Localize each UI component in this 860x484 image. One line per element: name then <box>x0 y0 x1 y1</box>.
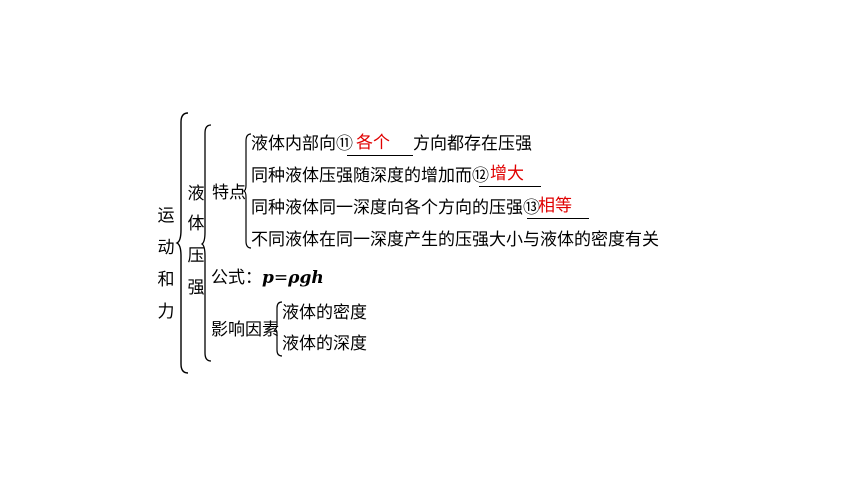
topic-char-3: 压 <box>187 246 205 266</box>
feature-1-blank <box>347 155 413 156</box>
factors-brace <box>273 301 283 357</box>
formula: 公式：p=ρgh <box>211 268 324 288</box>
formula-rhs: ρgh <box>288 268 324 288</box>
feature-3-blank <box>527 218 589 219</box>
factor-item-1: 液体的密度 <box>282 303 367 323</box>
feature-1-text-before: 液体内部向⑪ <box>251 134 353 154</box>
topic-char-1: 液 <box>187 184 205 204</box>
root-char-3: 和 <box>157 270 175 290</box>
feature-1-answer: 各个 <box>356 133 390 153</box>
formula-p: p <box>262 268 274 288</box>
feature-2-answer: 增大 <box>490 164 524 184</box>
feature-item-4: 不同液体在同一深度产生的压强大小与液体的密度有关 <box>251 230 659 250</box>
features-label: 特点 <box>212 183 246 203</box>
topic-char-4: 强 <box>187 278 205 298</box>
formula-label: 公式： <box>211 268 262 288</box>
root-char-4: 力 <box>157 302 175 322</box>
outer-brace <box>175 112 189 374</box>
factors-label: 影响因素 <box>211 320 279 340</box>
feature-3-text-before: 同种液体同一深度向各个方向的压强⑬ <box>251 198 540 218</box>
formula-eq: = <box>273 268 289 288</box>
feature-2-text-before: 同种液体压强随深度的增加而⑫ <box>251 166 489 186</box>
factor-item-2: 液体的深度 <box>282 334 367 354</box>
features-brace <box>242 133 252 249</box>
feature-3-answer: 相等 <box>538 196 572 216</box>
feature-2-blank <box>479 186 541 187</box>
root-char-1: 运 <box>157 206 175 226</box>
root-char-2: 动 <box>157 238 175 258</box>
topic-char-2: 体 <box>187 214 205 234</box>
feature-1-text-after: 方向都存在压强 <box>413 134 532 154</box>
topic-brace <box>200 124 212 362</box>
